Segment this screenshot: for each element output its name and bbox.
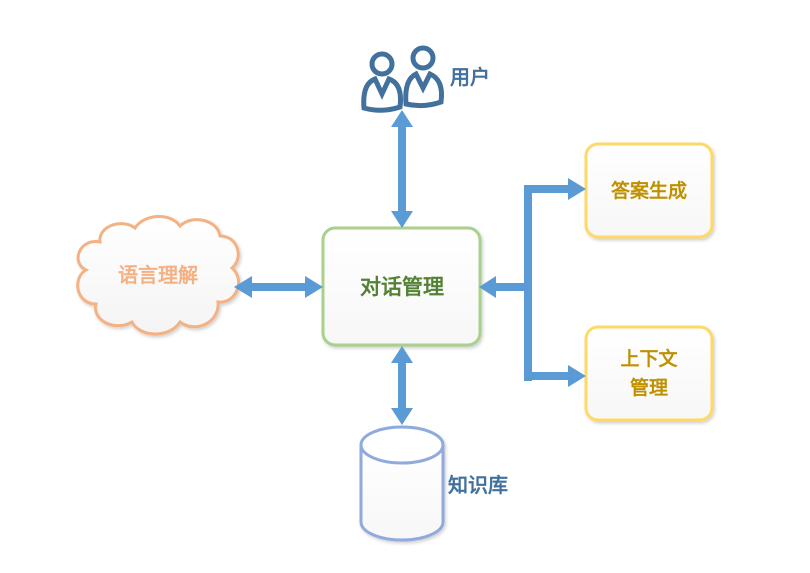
context-management-label-line2: 管理 xyxy=(630,376,668,399)
user-label: 用户 xyxy=(450,65,490,89)
nlu-cloud xyxy=(76,215,240,336)
knowledge-base-cylinder xyxy=(359,425,445,542)
user-icon xyxy=(361,45,444,113)
arrow-user-dialog xyxy=(391,110,413,228)
answer-generation-box xyxy=(584,142,714,239)
arrow-dialog-kb xyxy=(391,346,413,425)
arrows xyxy=(234,110,586,425)
knowledge-base-label: 知识库 xyxy=(448,473,508,497)
dialog-manager-label: 对话管理 xyxy=(360,275,444,299)
arrow-dialog-branch xyxy=(479,178,586,387)
context-management-box xyxy=(584,325,714,422)
arrow-nlu-dialog xyxy=(234,276,323,298)
answer-generation-label: 答案生成 xyxy=(611,179,687,202)
nlu-label: 语言理解 xyxy=(118,263,198,287)
context-management-label-line1: 上下文 xyxy=(620,347,678,370)
